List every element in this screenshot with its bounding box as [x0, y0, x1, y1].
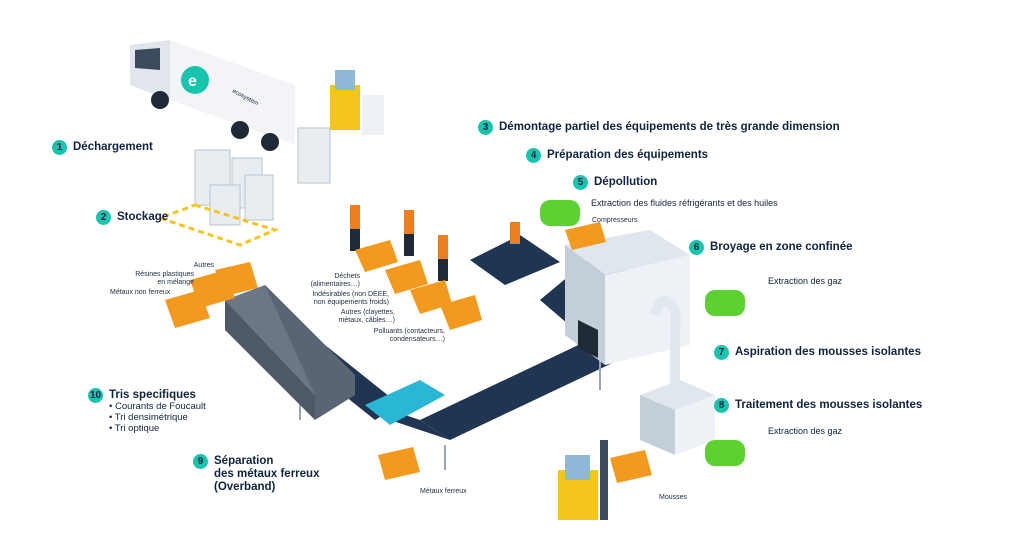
- step-8-number: 8: [714, 398, 729, 413]
- bin-label-autres: Autres: [193, 262, 214, 269]
- step-1-label: 1 Déchargement: [52, 140, 153, 155]
- step-10-bullet: Tri optique: [109, 423, 206, 434]
- step-1-text: Déchargement: [73, 141, 153, 153]
- sorting-machine: [225, 285, 355, 420]
- step-2-number: 2: [96, 210, 111, 225]
- step-10-text: Tris specifiques: [109, 389, 196, 401]
- bin-label-dechets: Déchets (alimentaires…): [310, 273, 360, 288]
- note-gas-extraction-2: Extraction des gaz: [768, 426, 843, 436]
- stored-fridges: [155, 127, 331, 247]
- bin-label-resines: Résines plastiques en mélange: [135, 271, 194, 286]
- overband: [365, 380, 445, 425]
- note-metaux-ferreux: Métaux ferreux: [420, 488, 467, 495]
- step-6-label: 6 Broyage en zone confinée: [689, 240, 853, 255]
- step-3-label: 3 Démontage partiel des équipements de t…: [478, 120, 840, 135]
- bin-label-autres-clayettes: Autres (clayettes, métaux, câbles…): [338, 309, 395, 324]
- step-9-label: 9 Séparation des métaux ferreux (Overban…: [193, 454, 320, 494]
- truck: e ecosystem: [130, 40, 295, 151]
- foam-treatment-unit: [640, 380, 715, 455]
- note-mousses: Mousses: [659, 494, 688, 501]
- step-5-number: 5: [573, 175, 588, 190]
- step-10-bullet: Tri densimétrique: [109, 412, 206, 423]
- step-7-number: 7: [714, 345, 729, 360]
- step-3-text: Démontage partiel des équipements de trè…: [499, 121, 840, 133]
- step-10-bullet: Courants de Foucault: [109, 401, 206, 412]
- step-2-text: Stockage: [117, 211, 169, 223]
- bin-label-indesirables: Indésirables (non DEEE, non équipements …: [312, 291, 389, 306]
- step-8-label: 8 Traitement des mousses isolantes: [714, 398, 923, 413]
- step-9-text: Séparation des métaux ferreux (Overband): [214, 455, 320, 493]
- step-3-number: 3: [478, 120, 493, 135]
- step-7-label: 7 Aspiration des mousses isolantes: [714, 345, 921, 360]
- forklift-bottom: [558, 440, 608, 520]
- step-9-number: 9: [193, 454, 208, 469]
- step-4-number: 4: [526, 148, 541, 163]
- step-1-number: 1: [52, 140, 67, 155]
- step-6-text: Broyage en zone confinée: [710, 241, 853, 253]
- step-7-text: Aspiration des mousses isolantes: [735, 346, 921, 358]
- orange-bins: [165, 222, 652, 483]
- step-5-label: 5 Dépollution: [573, 175, 658, 190]
- step-10-label: 10 Tris specifiques Courants de Foucault…: [88, 388, 206, 434]
- note-compresseurs: Compresseurs: [592, 217, 638, 224]
- step-4-label: 4 Préparation des équipements: [526, 148, 709, 163]
- forklift-top: [330, 70, 384, 135]
- svg-text:e: e: [188, 73, 197, 90]
- note-fluids-extraction: Extraction des fluides réfrigérants et d…: [591, 198, 778, 208]
- bin-label-metaux-non-ferreux: Métaux non ferreux: [110, 289, 171, 296]
- step-2-label: 2 Stockage: [96, 210, 169, 225]
- step-10-number: 10: [88, 388, 103, 403]
- bin-label-polluants: Polluants (contacteurs, condensateurs…): [373, 328, 445, 343]
- step-4-text: Préparation des équipements: [547, 149, 709, 161]
- step-6-number: 6: [689, 240, 704, 255]
- gas-cylinders: [540, 200, 745, 466]
- step-5-text: Dépollution: [594, 176, 658, 188]
- step-8-text: Traitement des mousses isolantes: [735, 399, 923, 411]
- workers: [350, 205, 520, 281]
- note-gas-extraction-1: Extraction des gaz: [768, 276, 843, 286]
- shredder-building: [565, 230, 690, 395]
